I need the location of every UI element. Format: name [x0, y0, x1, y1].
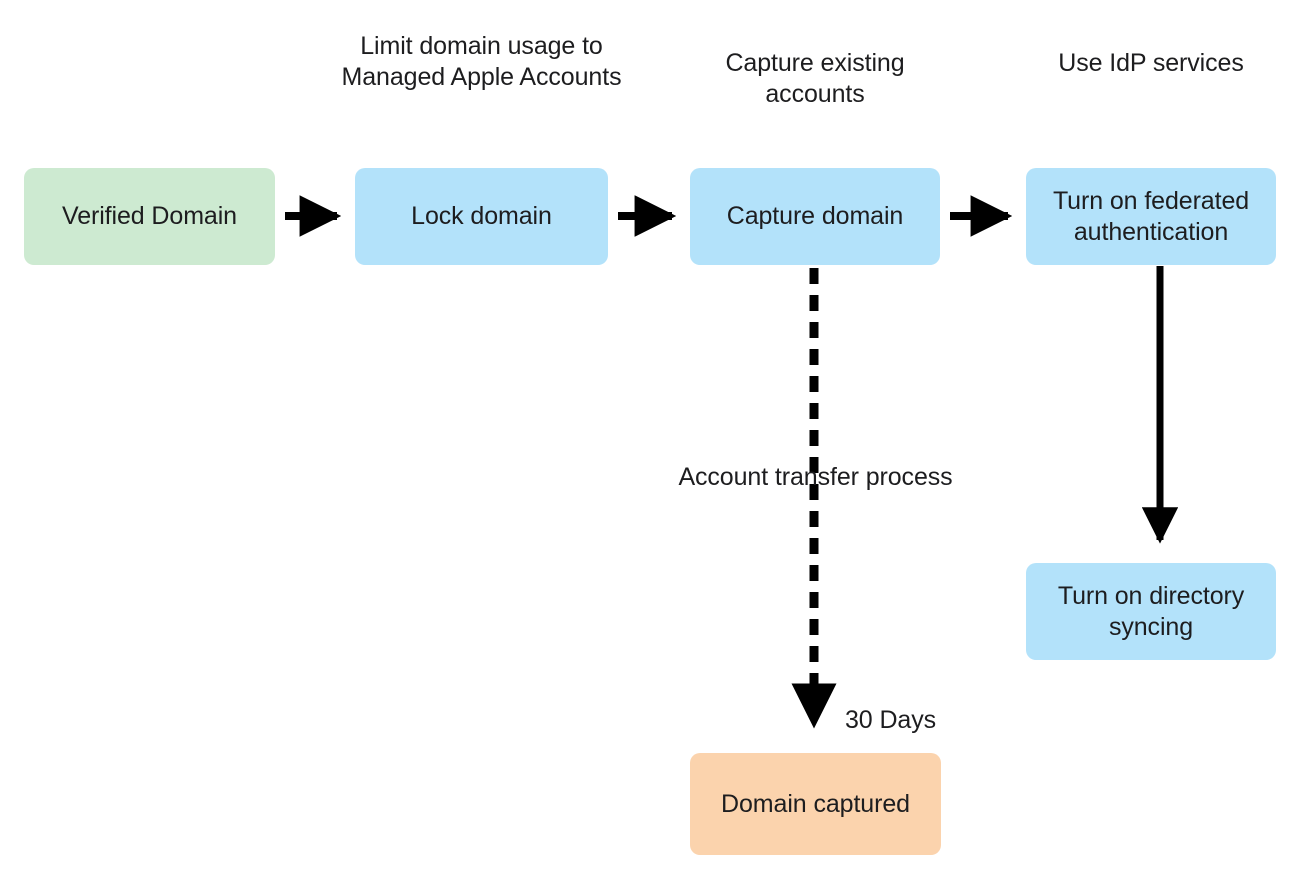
- node-turn-on-federated-authentication[interactable]: Turn on federated authentication: [1026, 168, 1276, 265]
- caption-lock-domain: Limit domain usage to Managed Apple Acco…: [341, 32, 622, 91]
- node-domain-captured[interactable]: Domain captured: [690, 753, 941, 855]
- node-lock-domain[interactable]: Lock domain: [355, 168, 608, 265]
- edge-label-30-days: 30 Days: [845, 706, 937, 734]
- edge-label-account-transfer-process: Account transfer process: [678, 463, 953, 491]
- caption-capture-domain: Capture existing accounts: [725, 49, 905, 108]
- node-verified-domain[interactable]: Verified Domain: [24, 168, 275, 265]
- node-capture-domain[interactable]: Capture domain: [690, 168, 940, 265]
- caption-federated-auth: Use IdP services: [1058, 49, 1244, 77]
- node-turn-on-directory-syncing[interactable]: Turn on directory syncing: [1026, 563, 1276, 660]
